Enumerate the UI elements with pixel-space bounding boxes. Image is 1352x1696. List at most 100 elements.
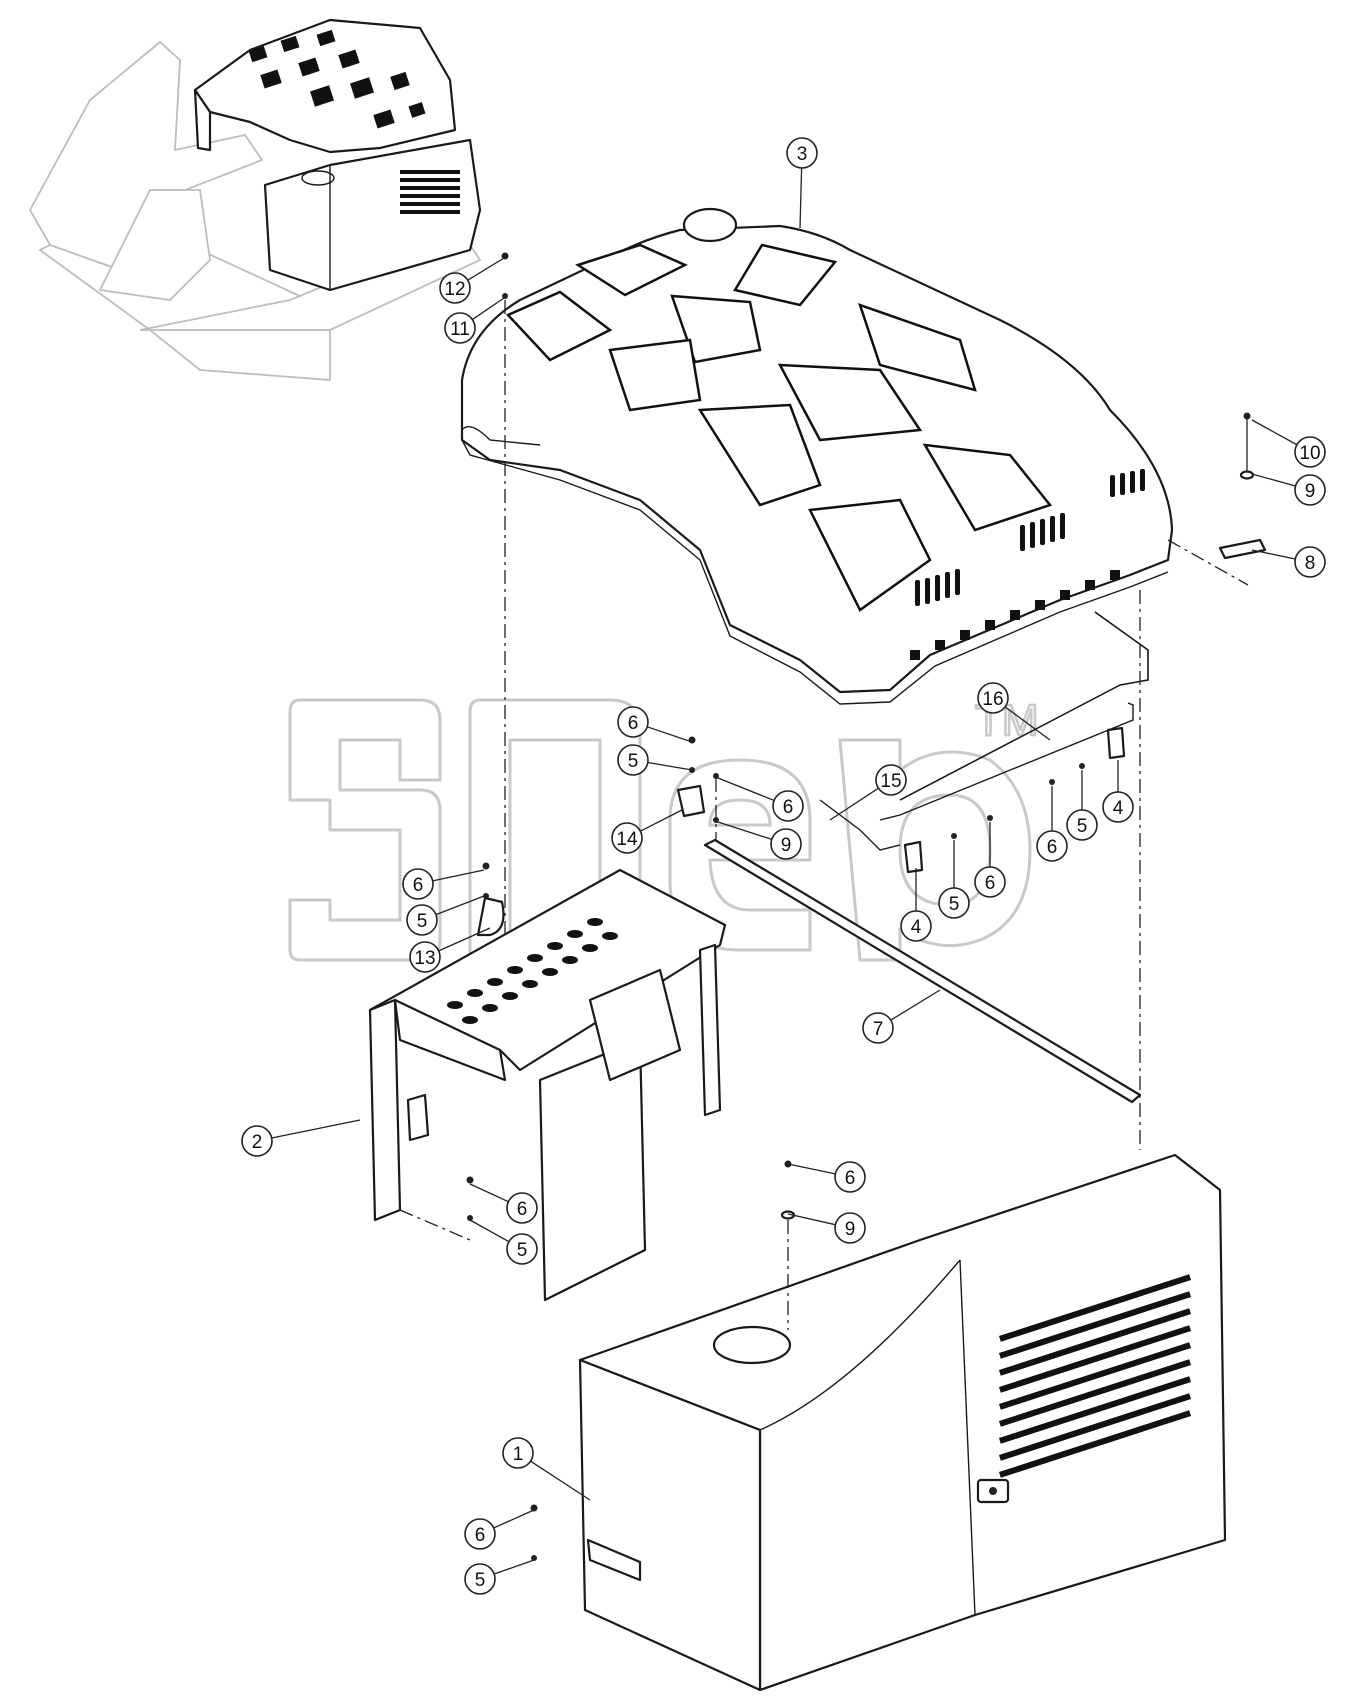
callout-number: 15 [880, 771, 901, 792]
leader-line-c9c [787, 1213, 836, 1226]
callout-number: 6 [1047, 837, 1058, 858]
callout-circle [1294, 436, 1326, 468]
callout-number: 9 [845, 1219, 856, 1240]
leader-line-c5f [493, 1559, 535, 1575]
leader-line-c5d [435, 895, 485, 916]
leader-line-c6g [469, 1183, 509, 1203]
callout-c5d: 5 [406, 904, 438, 936]
callout-circle [444, 312, 476, 344]
leader-line-c8 [1251, 549, 1296, 560]
callout-number: 1 [513, 1444, 524, 1465]
callout-circle [977, 682, 1009, 714]
leader-line-c9a [1251, 473, 1296, 487]
callout-c3: 3 [786, 137, 818, 169]
callout-c14: 14 [611, 822, 643, 854]
callout-number: 5 [1077, 816, 1088, 837]
part-16-stay-rod [879, 611, 1149, 821]
callout-number: 9 [781, 835, 792, 856]
callout-number: 14 [616, 829, 638, 850]
callout-number: 6 [845, 1168, 856, 1189]
callout-circle [875, 764, 907, 796]
part-8-plate-with-fasteners [1167, 412, 1267, 586]
callout-c1: 1 [502, 1437, 534, 1469]
leader-line-c2 [271, 1119, 361, 1139]
callout-circle [834, 1161, 866, 1193]
leader-line-c7 [890, 989, 941, 1021]
callout-circle [772, 790, 804, 822]
callout-circle [786, 137, 818, 169]
callout-c6g: 6 [506, 1192, 538, 1224]
callout-c5b: 5 [1066, 809, 1098, 841]
callout-circle [402, 868, 434, 900]
callout-circle [862, 1012, 894, 1044]
callout-number: 6 [475, 1525, 486, 1546]
leader-line-c9b [717, 821, 772, 841]
part-4-brackets [903, 726, 1126, 874]
leader-line-c16 [1004, 706, 1051, 741]
callout-c16: 16 [977, 682, 1009, 714]
callout-number: 13 [414, 948, 435, 969]
callout-c9c: 9 [834, 1212, 866, 1244]
callout-number: 11 [450, 319, 470, 340]
callout-number: 6 [628, 713, 639, 734]
callout-number: 6 [413, 875, 424, 896]
callout-c5a: 5 [617, 744, 649, 776]
callout-circle [506, 1233, 538, 1265]
callout-circle [506, 1192, 538, 1224]
callout-circle [834, 1212, 866, 1244]
callout-c4b: 4 [900, 910, 932, 942]
callout-number: 5 [949, 894, 960, 915]
part-2-frame [368, 868, 727, 1302]
part-15-rod [819, 799, 901, 851]
callout-c15: 15 [875, 764, 907, 796]
callout-number: 5 [475, 1570, 486, 1591]
callout-c12: 12 [439, 272, 471, 304]
leader-line-c12 [467, 257, 505, 281]
callout-c6b: 6 [772, 790, 804, 822]
callout-c6a: 6 [617, 706, 649, 738]
callout-circle [900, 910, 932, 942]
callout-number: 5 [517, 1240, 528, 1261]
leader-line-c11 [472, 297, 505, 321]
callout-number: 4 [911, 917, 922, 938]
leader-line-c1 [530, 1460, 591, 1501]
callout-number: 2 [252, 1132, 263, 1153]
leader-line-c5a [647, 761, 693, 771]
callout-number: 6 [985, 873, 996, 894]
leader-line-c13 [438, 927, 491, 952]
callout-number: 5 [628, 751, 639, 772]
part-3-engine-hood [460, 207, 1174, 705]
callout-c7: 7 [862, 1012, 894, 1044]
leader-line-c10 [1251, 419, 1298, 446]
callout-circle [1036, 830, 1068, 862]
callout-circle [406, 904, 438, 936]
hood-grid-panels [505, 243, 1053, 612]
callout-circle [409, 941, 441, 973]
callout-circle [611, 822, 643, 854]
callout-circle [502, 1437, 534, 1469]
leader-line-c6d [432, 869, 485, 882]
leader-line-c3 [799, 167, 803, 229]
callout-circle [770, 828, 802, 860]
callout-leaders [271, 167, 1298, 1575]
callout-circle [464, 1518, 496, 1550]
leader-line-c6b [717, 777, 775, 802]
callout-number: 5 [417, 911, 428, 932]
callout-c5e: 5 [506, 1233, 538, 1265]
callout-circle [1294, 474, 1326, 506]
callout-c5f: 5 [464, 1563, 496, 1595]
callout-c6f: 6 [834, 1161, 866, 1193]
part-13-bracket [476, 862, 505, 937]
fasteners-11-12 [501, 252, 509, 1010]
callout-c8: 8 [1294, 546, 1326, 578]
overview-inset [28, 18, 482, 381]
leader-line-c5e [469, 1219, 510, 1243]
callout-c6h: 6 [464, 1518, 496, 1550]
callout-c11: 11 [444, 312, 476, 344]
callout-number: 9 [1305, 481, 1316, 502]
hood-vent-slots [910, 469, 1145, 660]
callout-c9b: 9 [770, 828, 802, 860]
